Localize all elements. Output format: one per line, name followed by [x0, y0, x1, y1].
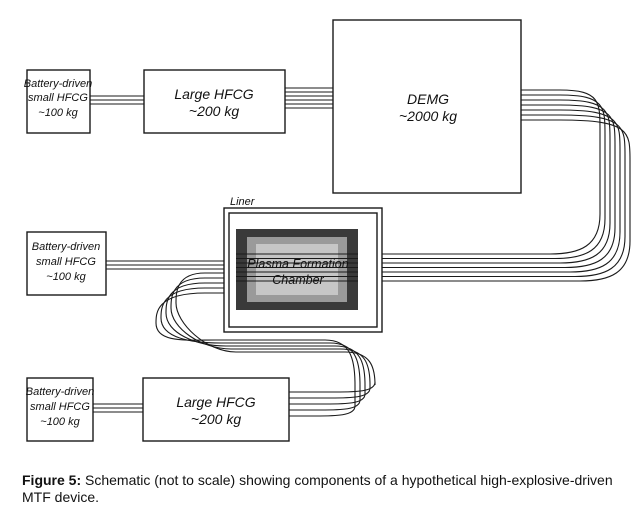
wire	[358, 109, 621, 273]
wire-bundles	[90, 87, 631, 417]
battery-hfcg-top-label-1: Battery-driven	[24, 78, 92, 90]
demg-box	[332, 19, 522, 194]
figure-caption-text: Schematic (not to scale) showing compone…	[22, 472, 613, 505]
large-hfcg-top-box	[143, 69, 286, 134]
large-hfcg-top-label-1: Large HFCG	[174, 86, 253, 102]
battery-hfcg-middle-label-3: ~100 kg	[46, 271, 86, 283]
wire	[358, 99, 611, 264]
battery-hfcg-top-box	[26, 69, 91, 134]
wire	[155, 292, 356, 417]
liner-label: Liner	[230, 196, 256, 208]
demg-label-1: DEMG	[407, 91, 449, 107]
plasma-chamber-label-2: Chamber	[272, 273, 324, 287]
battery-hfcg-bottom-label-1: Battery-driven	[26, 386, 94, 398]
battery-hfcg-top-label-2: small HFCG	[28, 92, 88, 104]
wire	[358, 119, 631, 282]
battery-hfcg-middle-box	[26, 231, 107, 296]
battery-hfcg-middle-label-2: small HFCG	[36, 256, 96, 268]
wire	[358, 104, 616, 269]
battery-hfcg-top-label-3: ~100 kg	[38, 107, 78, 119]
plasma-chamber-core	[256, 244, 338, 295]
wire	[358, 114, 626, 278]
large-hfcg-bottom-label-2: ~200 kg	[191, 411, 241, 427]
demg-label-2: ~2000 kg	[399, 108, 457, 124]
figure-caption: Figure 5: Schematic (not to scale) showi…	[22, 472, 622, 506]
wire	[358, 89, 601, 255]
large-hfcg-bottom-label-1: Large HFCG	[176, 394, 255, 410]
wire	[358, 94, 606, 260]
battery-hfcg-middle-label-1: Battery-driven	[32, 241, 100, 253]
large-hfcg-top-label-2: ~200 kg	[189, 103, 239, 119]
figure-caption-label: Figure 5:	[22, 472, 82, 488]
plasma-chamber-label-1: Plasma Formation	[247, 257, 348, 271]
battery-hfcg-bottom-label-3: ~100 kg	[40, 416, 80, 428]
battery-hfcg-bottom-box	[26, 377, 94, 442]
wire	[160, 287, 361, 411]
large-hfcg-bottom-box	[142, 377, 290, 442]
battery-hfcg-bottom-label-2: small HFCG	[30, 401, 90, 413]
